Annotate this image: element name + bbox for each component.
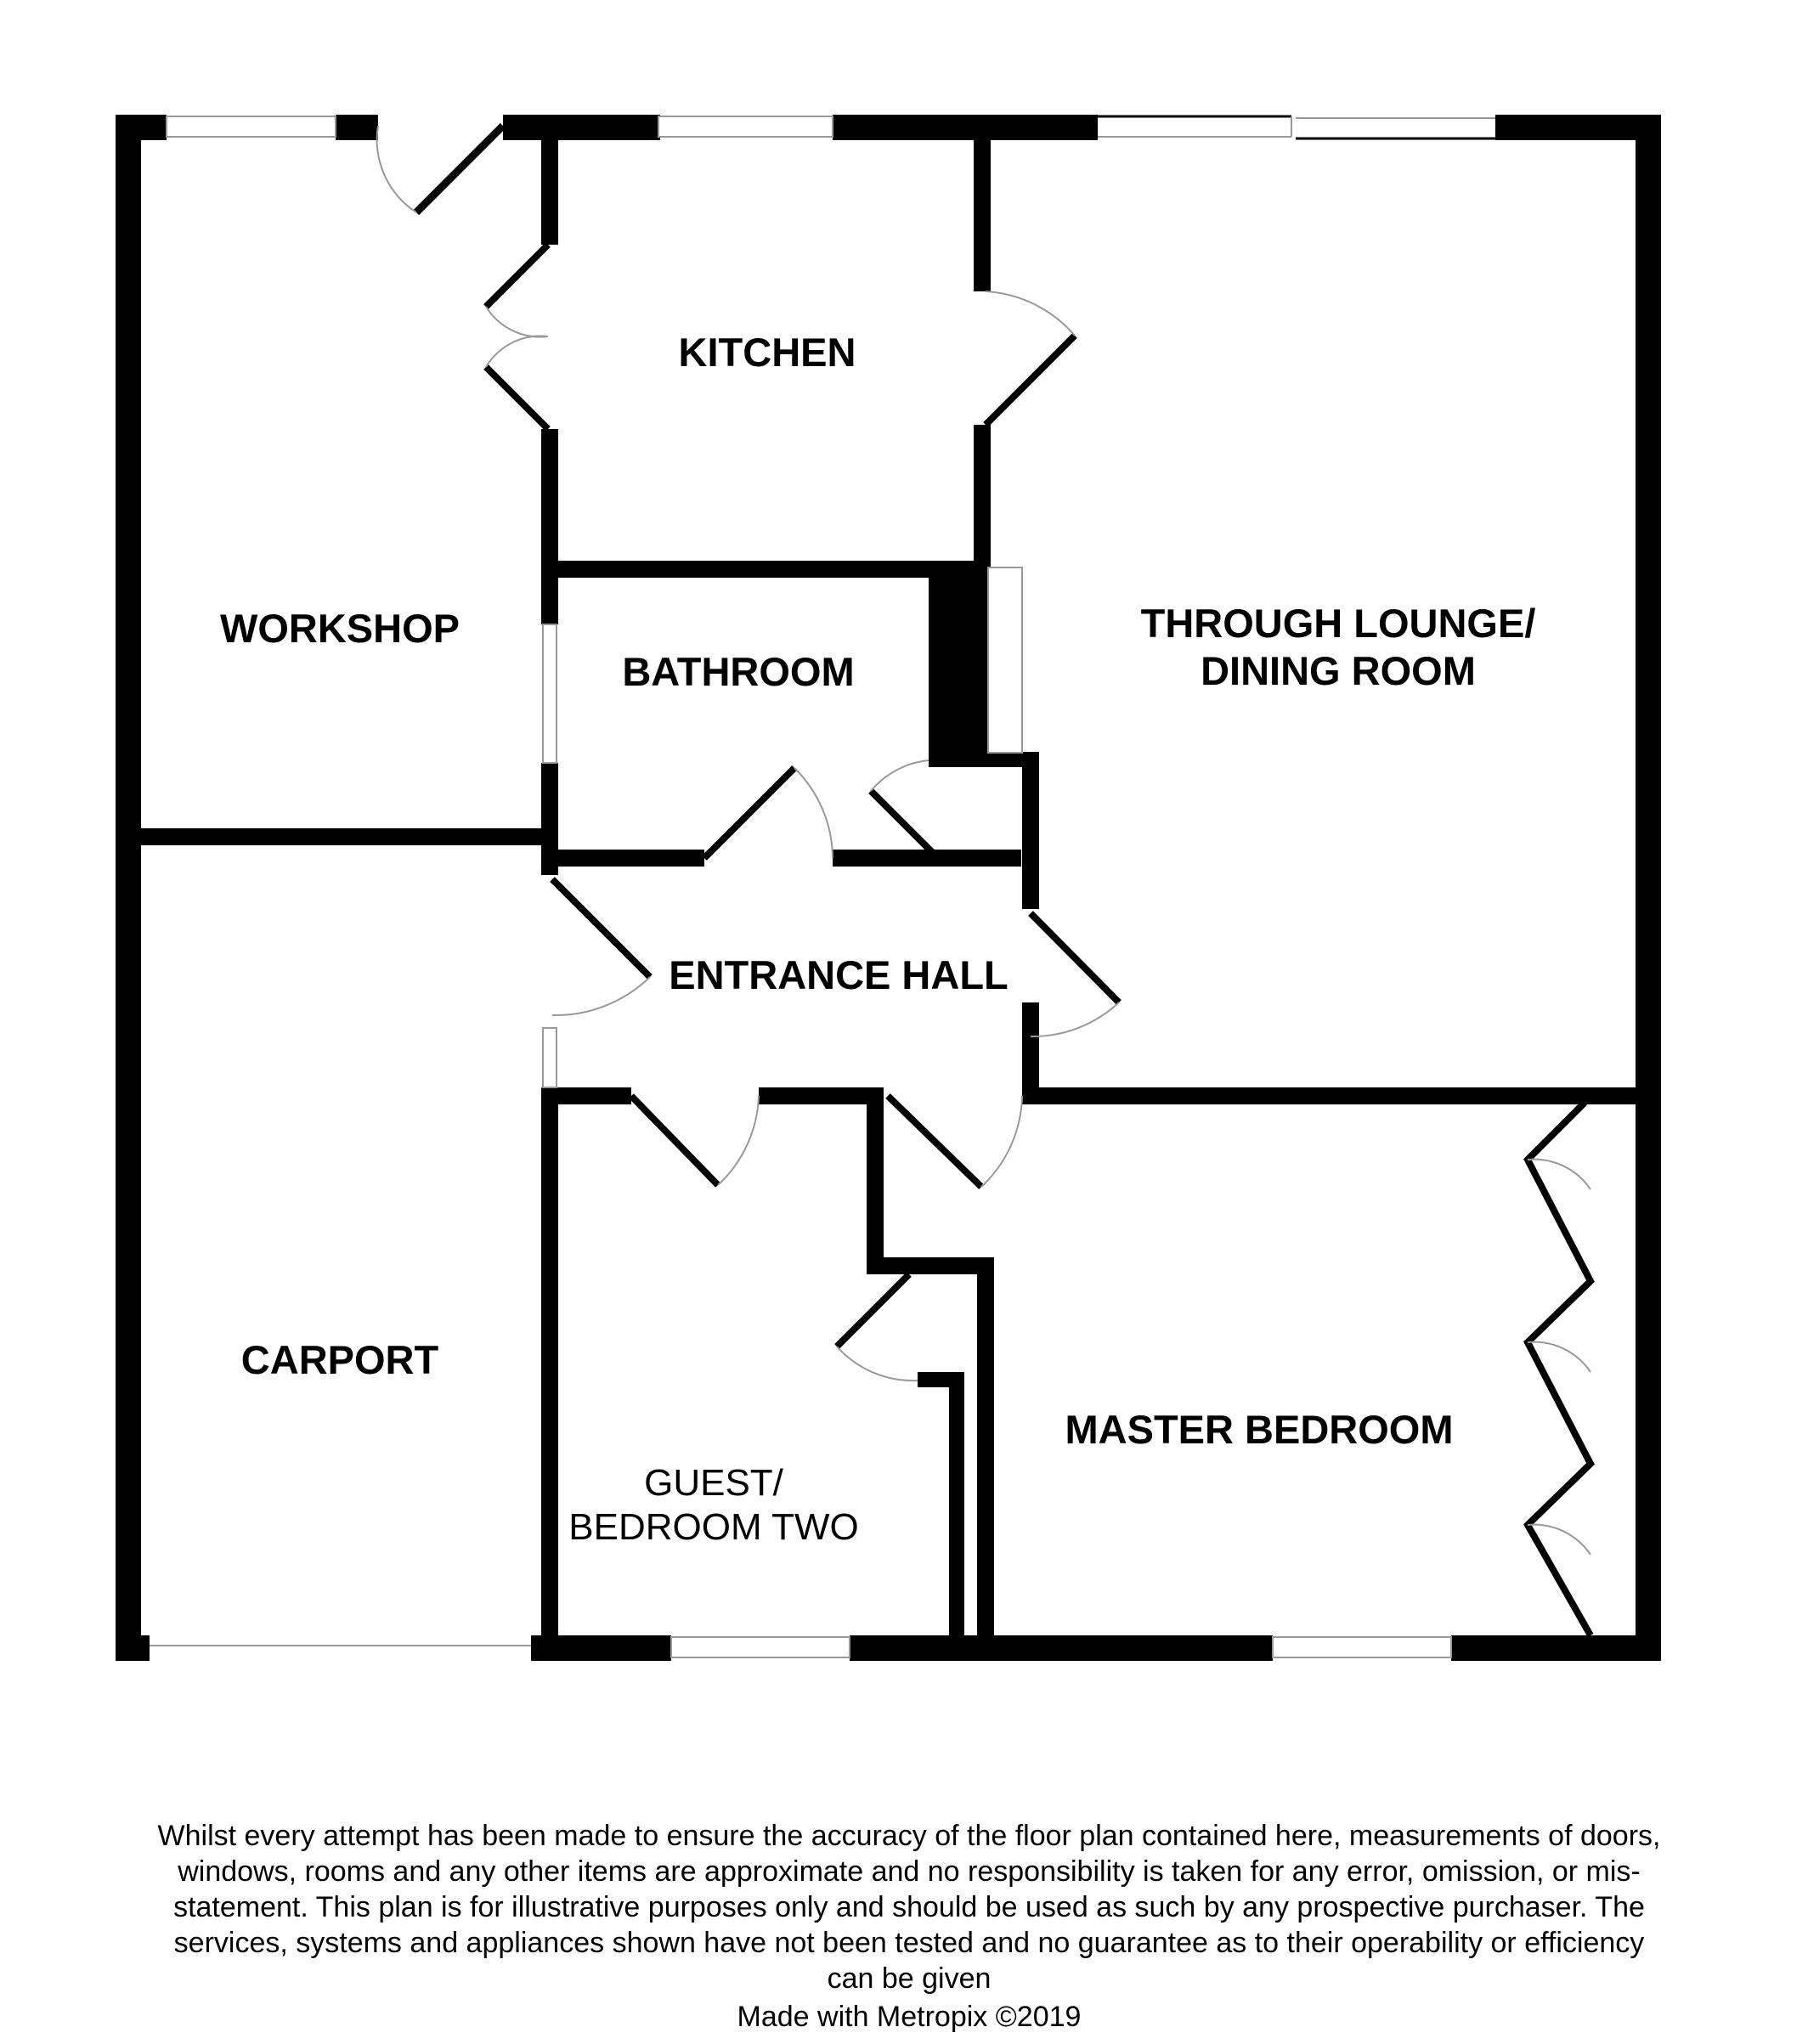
windows (166, 116, 1452, 1658)
window-master-bottom (1272, 1636, 1452, 1658)
wall-master-left (977, 1257, 994, 1648)
room-name: MASTER BEDROOM (1065, 1407, 1454, 1452)
credit-text: Made with Metropix ©2019 (737, 2001, 1082, 2033)
wall-store-top (929, 752, 1039, 767)
wall-workshop-carport (127, 828, 552, 845)
door-hall-carport (550, 877, 653, 1017)
door-kitchen-lounge (983, 291, 1077, 427)
room-label-workshop: WORKSHOP (220, 605, 460, 652)
wall-guest-master-a (867, 1096, 884, 1266)
wall-lounge-left-low (1022, 1002, 1039, 1100)
door-hall-lounge (1028, 911, 1122, 1038)
room-label-master-bedroom: MASTER BEDROOM (1065, 1406, 1454, 1454)
window-guest-bottom (670, 1636, 850, 1658)
wall-kitchen-left-c (541, 763, 558, 875)
room-name-line-2: BEDROOM TWO (568, 1506, 859, 1548)
room-label-entrance-hall: ENTRANCE HALL (669, 951, 1008, 999)
window-hall-side (542, 1027, 557, 1088)
room-name-line-2: DINING ROOM (1201, 648, 1476, 693)
window-bathroom-side (542, 624, 557, 764)
wall-top-1 (116, 115, 167, 140)
door-store (868, 759, 935, 855)
window-chimney (987, 567, 1023, 754)
door-kitchen-double (483, 242, 551, 432)
wall-carport-right-a (541, 1087, 558, 1648)
wall-kitchen-right-b (974, 425, 991, 569)
room-label-carport: CARPORT (241, 1336, 438, 1384)
room-name-line-1: THROUGH LOUNGE/ (1140, 601, 1536, 646)
walls (116, 115, 1661, 1661)
wall-top-3 (503, 115, 660, 140)
door-bathroom (702, 765, 833, 861)
doors (376, 122, 1595, 1637)
wall-bath-bottom-a (558, 850, 704, 867)
wall-cupboard-side (949, 1372, 964, 1644)
door-hall-guest (629, 1093, 760, 1188)
wall-bath-bottom-b (833, 850, 1021, 867)
wall-outer-right (1636, 115, 1661, 1661)
wall-bottom-3 (850, 1635, 1273, 1661)
disclaimer-text: Whilst every attempt has been made to en… (157, 1820, 1661, 1995)
wall-hall-bottom-a (552, 1087, 631, 1104)
chimney-breast (929, 561, 988, 765)
door-workshop-external (376, 122, 506, 216)
wall-kitchen-bath (552, 561, 935, 578)
door-hall-master (885, 1093, 1023, 1189)
window-workshop-top (166, 116, 336, 138)
wall-lounge-master (1022, 1087, 1659, 1104)
wall-guest-master-b (867, 1257, 994, 1274)
wall-top-5 (1495, 115, 1661, 140)
room-name: BATHROOM (622, 649, 855, 694)
wall-top-4 (833, 115, 1098, 140)
room-name-line-1: GUEST/ (644, 1462, 783, 1504)
room-label-kitchen: KITCHEN (679, 329, 856, 376)
sliding-doors (1098, 115, 1495, 140)
wardrobe-doors (1523, 1100, 1595, 1637)
wall-kitchen-left-b (541, 429, 558, 624)
wall-bottom-1 (116, 1635, 150, 1661)
room-name: CARPORT (240, 1337, 439, 1382)
door-guest-cupboard (834, 1272, 918, 1382)
room-label-through-lounge: THROUGH LOUNGE/ DINING ROOM (1141, 600, 1536, 695)
room-label-guest-bedroom: GUEST/ BEDROOM TWO (568, 1461, 858, 1550)
room-name: KITCHEN (678, 330, 856, 375)
wall-top-2 (336, 115, 378, 140)
wall-kitchen-right-a (974, 136, 991, 291)
wall-outer-left (116, 115, 141, 1661)
window-kitchen-top (658, 116, 833, 138)
room-name: WORKSHOP (220, 606, 460, 651)
wall-bottom-4 (1451, 1635, 1661, 1661)
wall-kitchen-left-a (541, 136, 558, 245)
room-label-bathroom: BATHROOM (622, 648, 854, 696)
wall-store-right (1022, 752, 1039, 909)
wall-hall-bottom-b (759, 1087, 884, 1104)
room-name: ENTRANCE HALL (669, 952, 1009, 997)
